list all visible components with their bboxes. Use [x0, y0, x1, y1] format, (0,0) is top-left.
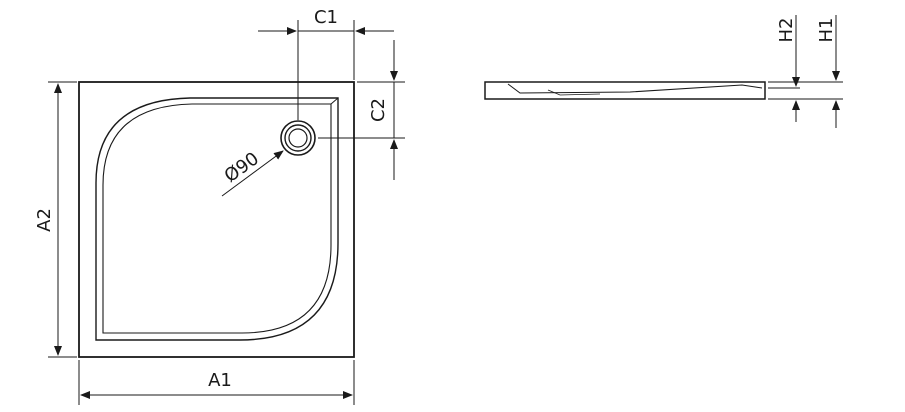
basin-inner-contour — [102, 103, 332, 334]
dimension-c2: C2 — [318, 40, 405, 180]
tray-outline — [78, 81, 355, 358]
top-view — [78, 81, 355, 358]
dimension-h2: H2 — [768, 15, 800, 122]
dimension-h1: H1 — [768, 15, 843, 128]
dimension-label-h2: H2 — [776, 18, 797, 43]
drain-inner-ring — [288, 128, 308, 148]
rim-corner-bevel — [330, 97, 339, 105]
drain-diameter-callout: Ø90 — [221, 148, 284, 197]
dimension-c1: C1 — [258, 7, 394, 120]
dimension-a2: A2 — [34, 81, 77, 358]
dimension-label-c2: C2 — [368, 98, 389, 122]
basin-outer-contour — [95, 97, 339, 341]
drain-outer-ring — [280, 120, 316, 156]
drain-middle-ring — [284, 124, 312, 152]
dimension-label-h1: H1 — [816, 18, 837, 43]
dimension-label-a2: A2 — [34, 208, 55, 232]
dimension-label-c1: C1 — [314, 7, 338, 28]
dimension-label-a1: A1 — [208, 370, 232, 391]
tray-profile — [484, 81, 766, 100]
side-view — [484, 81, 766, 100]
dimension-a1: A1 — [78, 360, 355, 405]
tray-profile-drain — [547, 89, 601, 96]
tray-profile-inner — [507, 83, 763, 94]
